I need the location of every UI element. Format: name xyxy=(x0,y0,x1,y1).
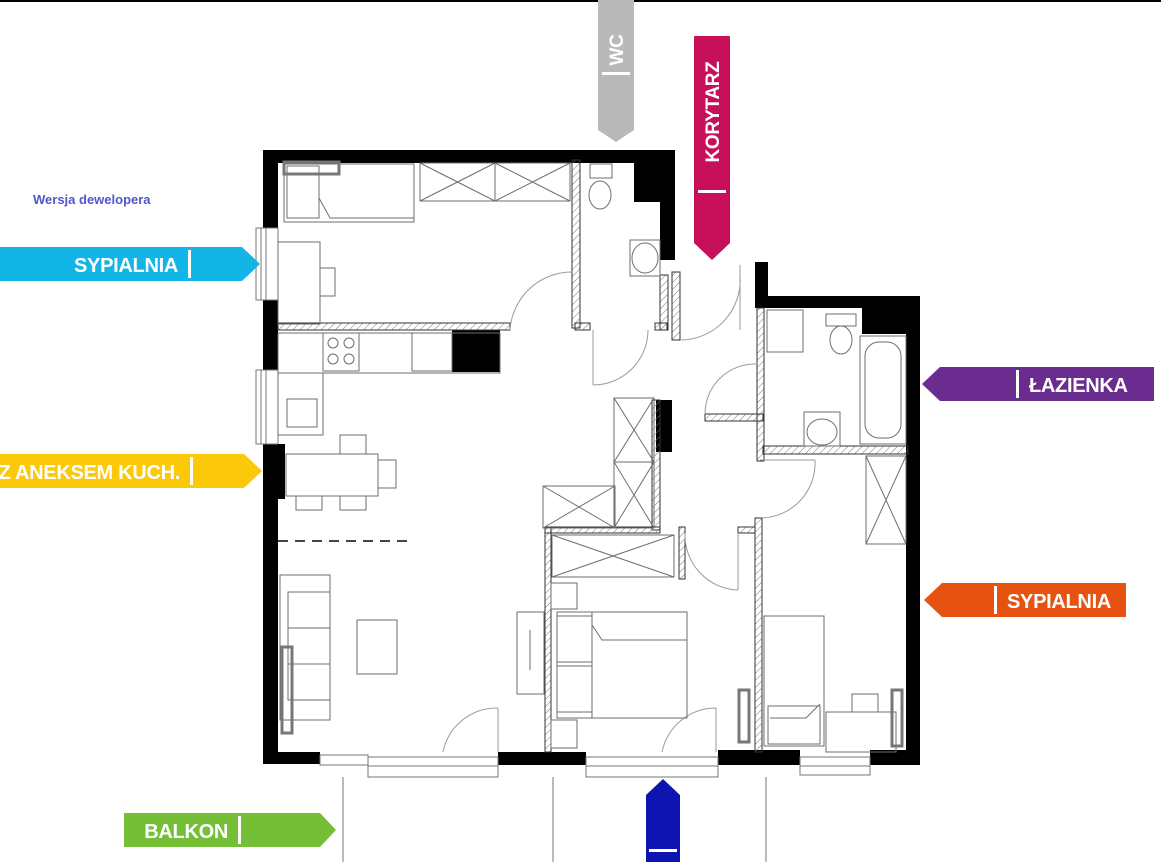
furniture xyxy=(277,160,907,753)
label-sypialnia-left-text: SYPIALNIA xyxy=(74,255,178,277)
label-sypialnia-right-text: SYPIALNIA xyxy=(1007,591,1111,613)
bathtub xyxy=(859,335,907,445)
label-balkon-text: BALKON xyxy=(144,821,228,843)
label-lazienka-text: ŁAZIENKA xyxy=(1029,375,1128,397)
door-swings xyxy=(442,265,816,753)
version-label: Wersja dewelopera xyxy=(33,192,151,207)
desk-left xyxy=(277,241,336,325)
label-wc-text: WC xyxy=(607,34,628,66)
bed-left xyxy=(283,163,415,223)
toilet-wc xyxy=(588,163,613,210)
top-border-line xyxy=(0,0,1161,2)
toilet-bathroom xyxy=(825,313,857,355)
entry-arrow xyxy=(646,779,680,862)
wardrobe-right xyxy=(865,455,907,545)
radiator xyxy=(890,688,904,748)
wardrobe-middle xyxy=(551,534,675,578)
tv-stand xyxy=(516,611,545,695)
nightstand xyxy=(550,582,578,610)
washing-machine xyxy=(766,309,804,353)
fridge xyxy=(411,332,453,372)
stove xyxy=(322,332,360,372)
radiator xyxy=(280,645,294,735)
label-korytarz-text: KORYTARZ xyxy=(703,61,724,163)
label-lazienka: ŁAZIENKA xyxy=(922,367,1154,401)
label-sypialnia-left: SYPIALNIA xyxy=(0,247,260,281)
windows xyxy=(255,227,871,862)
coffee-table xyxy=(356,619,398,675)
label-aneks-text: Z ANEKSEM KUCH. xyxy=(0,462,180,484)
label-aneks: Z ANEKSEM KUCH. xyxy=(0,454,262,488)
interior-walls xyxy=(277,159,909,753)
dining-table xyxy=(285,434,397,511)
outer-walls xyxy=(263,150,920,765)
radiator xyxy=(282,160,341,176)
nightstand xyxy=(550,719,578,749)
desk-right xyxy=(825,693,897,753)
label-sypialnia-right: SYPIALNIA xyxy=(924,583,1126,617)
sink-bathroom xyxy=(803,411,841,447)
label-korytarz: KORYTARZ xyxy=(694,36,730,260)
wardrobe-top xyxy=(419,162,571,202)
kitchen-sink xyxy=(277,372,324,436)
bed-right xyxy=(763,615,825,747)
sink-wc xyxy=(629,239,661,277)
kitchen-counter xyxy=(277,332,501,374)
double-bed xyxy=(556,611,688,719)
label-balkon: BALKON xyxy=(124,813,336,847)
label-wc: WC xyxy=(598,0,634,142)
radiator xyxy=(737,688,751,744)
corridor-wardrobe xyxy=(542,397,655,529)
